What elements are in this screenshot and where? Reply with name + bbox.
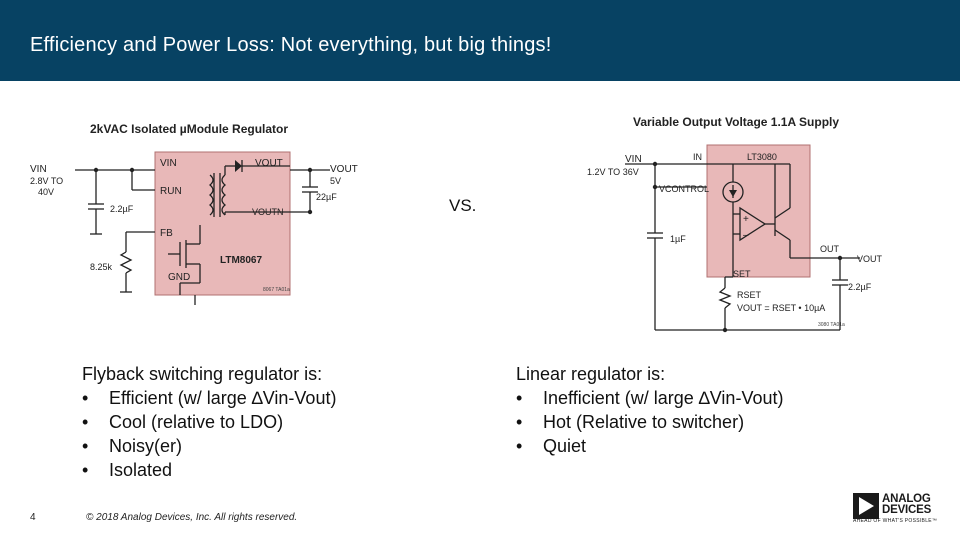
pin-run: RUN	[160, 186, 182, 197]
flyback-summary: Flyback switching regulator is: Efficien…	[82, 362, 336, 482]
title-bar: Efficiency and Power Loss: Not everythin…	[0, 0, 960, 81]
pin-set: SET	[733, 269, 751, 279]
left-vin-range-2: 40V	[38, 187, 54, 197]
logo-line-2: DEVICES	[882, 504, 932, 516]
list-item: Isolated	[82, 458, 336, 482]
list-item: Quiet	[516, 434, 783, 458]
slide-title: Efficiency and Power Loss: Not everythin…	[30, 34, 552, 56]
list-item: Efficient (w/ large ∆Vin-Vout)	[82, 386, 336, 410]
pin-vin: VIN	[160, 158, 177, 169]
pin-out: OUT	[820, 244, 840, 254]
pin-in: IN	[693, 152, 702, 162]
logo-tagline: AHEAD OF WHAT'S POSSIBLE™	[853, 518, 938, 524]
copyright: © 2018 Analog Devices, Inc. All rights r…	[86, 512, 298, 523]
list-item: Cool (relative to LDO)	[82, 410, 336, 434]
pin-fb: FB	[160, 228, 173, 239]
right-cap-in: 1µF	[670, 234, 686, 244]
vs-label: VS.	[449, 196, 477, 215]
left-vin-label: VIN	[30, 164, 47, 175]
right-circuit-title: Variable Output Voltage 1.1A Supply	[633, 115, 839, 129]
lt3080-chip	[706, 144, 811, 278]
logo-wordmark: ANALOG DEVICES	[882, 493, 932, 516]
flyback-heading: Flyback switching regulator is:	[82, 364, 323, 384]
logo-line-1: ANALOG	[882, 493, 931, 505]
list-item: Hot (Relative to switcher)	[516, 410, 783, 434]
page-number: 4	[30, 512, 36, 523]
vout-formula: VOUT = RSET • 10µA	[737, 303, 825, 313]
logo-triangle-icon	[853, 493, 879, 519]
linear-heading: Linear regulator is:	[516, 364, 666, 384]
left-vout-label: VOUT	[330, 164, 358, 175]
linear-summary: Linear regulator is: Inefficient (w/ lar…	[516, 362, 783, 458]
ltm8067-module	[154, 151, 291, 296]
left-circuit-title: 2kVAC Isolated µModule Regulator	[90, 122, 288, 136]
analog-devices-logo: ANALOG DEVICES AHEAD OF WHAT'S POSSIBLE™	[853, 493, 938, 524]
right-cap-out: 2.2µF	[848, 282, 872, 292]
flyback-schematic: 2kVAC Isolated µModule Regulator VIN 2.8…	[30, 100, 360, 305]
flyback-list: Efficient (w/ large ∆Vin-Vout) Cool (rel…	[82, 386, 336, 482]
opamp-plus: +	[743, 214, 749, 225]
linear-schematic: Variable Output Voltage 1.1A Supply + – …	[585, 100, 890, 335]
rset-label: RSET	[737, 290, 762, 300]
left-cap-out: 22µF	[316, 192, 337, 202]
pin-vcontrol: VCONTROL	[659, 184, 709, 194]
pin-voutn: VOUTN	[252, 207, 284, 217]
list-item: Inefficient (w/ large ∆Vin-Vout)	[516, 386, 783, 410]
left-resistor-label: 8.25k	[90, 262, 113, 272]
left-cap-in: 2.2µF	[110, 204, 134, 214]
left-fig-ref: 8067 TA01a	[263, 287, 290, 293]
pin-vout: VOUT	[255, 158, 283, 169]
right-fig-ref: 3080 TA01a	[818, 322, 845, 328]
right-vin-label: VIN	[625, 154, 642, 165]
pin-gnd: GND	[168, 272, 190, 283]
right-vout-label: VOUT	[857, 254, 883, 264]
left-vin-range-1: 2.8V TO	[30, 176, 63, 186]
list-item: Noisy(er)	[82, 434, 336, 458]
part-lt3080: LT3080	[747, 152, 777, 162]
opamp-minus: –	[743, 230, 749, 241]
left-vout-value: 5V	[330, 176, 341, 186]
right-vin-range: 1.2V TO 36V	[587, 167, 639, 177]
linear-list: Inefficient (w/ large ∆Vin-Vout) Hot (Re…	[516, 386, 783, 458]
part-ltm8067: LTM8067	[220, 255, 262, 266]
